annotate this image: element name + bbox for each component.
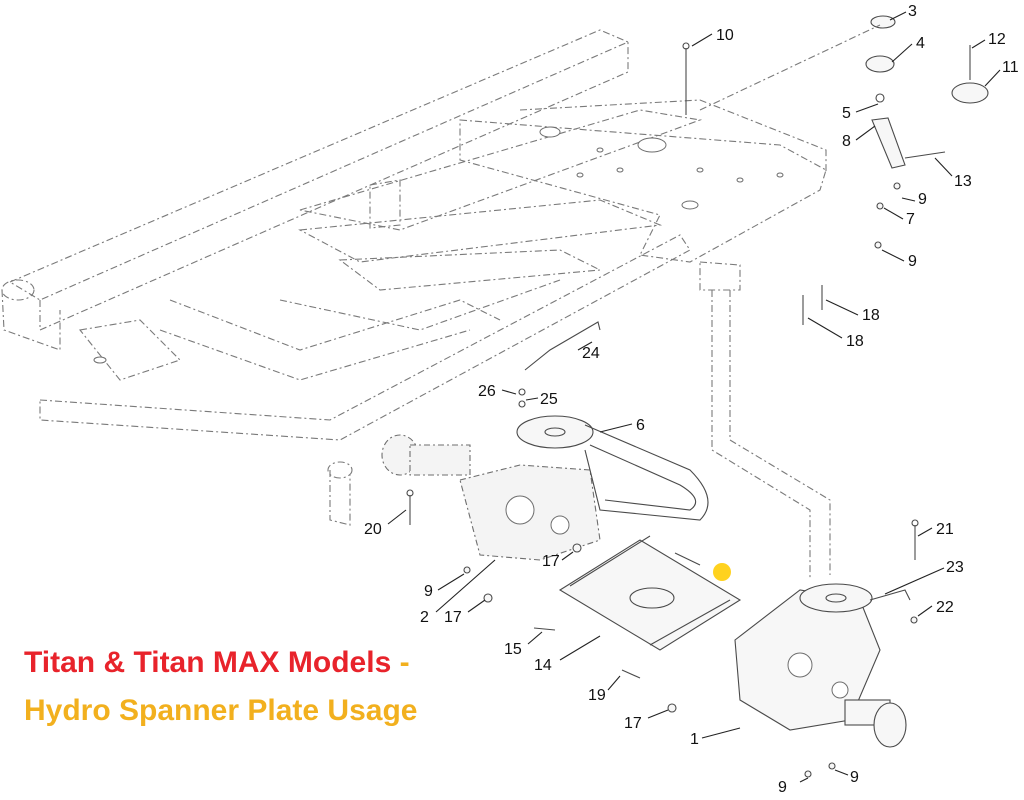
- callout-9a: 9: [918, 191, 927, 208]
- callout-17c: 17: [624, 715, 642, 732]
- title-dash: -: [391, 646, 410, 679]
- leader-lines: [387, 11, 1001, 783]
- callout-8: 8: [842, 133, 851, 150]
- callout-18b: 18: [846, 333, 864, 350]
- callout-14: 14: [534, 657, 552, 674]
- callout-22: 22: [936, 599, 954, 616]
- hydro-spanner-plate: [533, 535, 742, 679]
- callout-19: 19: [588, 687, 606, 704]
- callout-20: 20: [364, 521, 382, 538]
- callout-7: 7: [906, 211, 915, 228]
- title-subtitle: Hydro Spanner Plate Usage: [24, 694, 418, 727]
- callout-11: 11: [1002, 59, 1019, 76]
- callout-9c: 9: [424, 583, 433, 600]
- callout-9e: 9: [850, 769, 859, 786]
- callout-9d: 9: [778, 779, 787, 796]
- callout-24: 24: [582, 345, 600, 362]
- title-line-1: Titan & Titan MAX Models -: [24, 646, 410, 680]
- callout-2: 2: [420, 609, 429, 626]
- callout-9b: 9: [908, 253, 917, 270]
- callout-13: 13: [954, 173, 972, 190]
- callout-4: 4: [916, 35, 925, 52]
- left-hydro-assembly: [381, 321, 709, 603]
- callout-21: 21: [936, 521, 954, 538]
- highlight-dot: [713, 563, 731, 581]
- idler-assembly: [682, 15, 989, 580]
- callout-labels: 3 4 5 8 9 7 9 10 11 12 13 18 18 24 26 25…: [364, 3, 1019, 796]
- callout-3: 3: [908, 3, 917, 20]
- title-line-2: Hydro Spanner Plate Usage: [24, 694, 417, 728]
- callout-15: 15: [504, 641, 522, 658]
- right-hydro-assembly: [667, 519, 919, 778]
- title-models: Titan & Titan MAX Models: [24, 646, 392, 679]
- callout-10: 10: [716, 27, 734, 44]
- mower-frame: [1, 29, 827, 526]
- callout-6: 6: [636, 417, 645, 434]
- callout-23: 23: [946, 559, 964, 576]
- callout-17a: 17: [542, 553, 560, 570]
- callout-5: 5: [842, 105, 851, 122]
- callout-12: 12: [988, 31, 1006, 48]
- callout-25: 25: [540, 391, 558, 408]
- callout-17b: 17: [444, 609, 462, 626]
- callout-18a: 18: [862, 307, 880, 324]
- callout-1: 1: [690, 731, 699, 748]
- callout-26: 26: [478, 383, 496, 400]
